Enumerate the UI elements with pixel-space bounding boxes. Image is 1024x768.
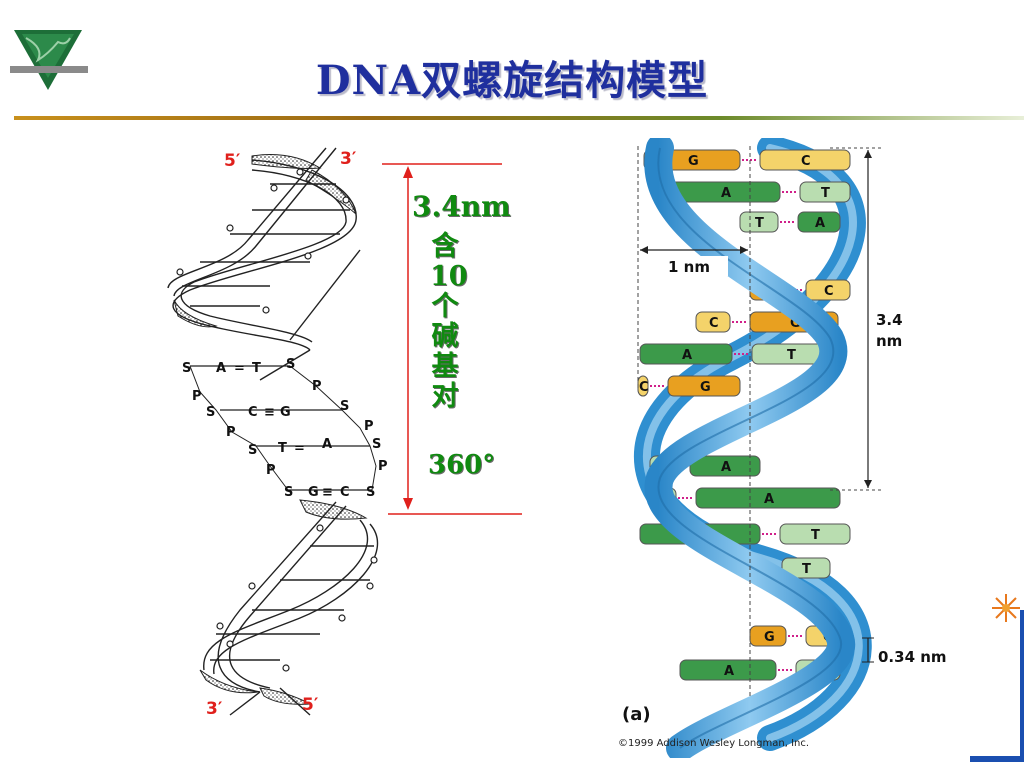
base-bar-left: [679, 659, 777, 681]
base-pair-3-right: A: [322, 437, 332, 452]
sugar-label: S: [372, 437, 381, 452]
phosphate-label: P: [192, 389, 202, 404]
sugar-label: S: [286, 357, 295, 372]
lower-helix: [203, 501, 379, 716]
logo-icon: [10, 30, 88, 90]
base-letter-right: T: [802, 562, 811, 577]
base-bar-left: [695, 311, 731, 333]
base-pairs: A = T C ≡ G T = A G ≡ C: [216, 361, 350, 500]
base-letter-left: C: [709, 316, 719, 331]
base-pair-3-bond: =: [294, 441, 305, 456]
contain-char: 基: [431, 351, 459, 382]
three-prime-bottom-label: 3′: [206, 699, 223, 719]
base-bar-right: [799, 181, 851, 203]
pitch-measurement: [382, 163, 522, 515]
base-bar-right: [781, 557, 831, 579]
pitch-dimension: 3.4 nm: [830, 147, 903, 491]
base-letter-right: C: [801, 154, 811, 169]
star-icon: [992, 594, 1020, 622]
base-letter-right: G: [700, 380, 711, 395]
pitch-value-label: 3.4: [876, 311, 903, 329]
base-pair-1-left: A: [216, 361, 226, 376]
pitch-unit-label: nm: [876, 332, 902, 350]
backbone-labels: S S P P S S P P S S P P S S: [182, 357, 388, 500]
pitch-label: 3.4nm: [412, 190, 511, 223]
base-pairs-per-turn-label: 含 10 个 碱 基 对: [430, 231, 468, 412]
base-bar-right: [797, 211, 841, 233]
base-letter-left: G: [764, 630, 775, 645]
phosphate-label: P: [378, 459, 388, 474]
base-bar-right: [695, 487, 841, 509]
sugar-label: S: [366, 485, 375, 500]
lower-backbone-nodes: [216, 524, 378, 672]
sugar-label: S: [284, 485, 293, 500]
base-bar-right: [805, 279, 851, 301]
base-letter-right: A: [764, 492, 774, 507]
base-letter-left: C: [639, 380, 649, 395]
base-pair-2-right: G: [280, 405, 291, 420]
rotation-label: 360°: [428, 450, 496, 480]
base-letter-left: A: [682, 348, 692, 363]
left-helix-diagram: S S P P S S P P S S P P S S A = T C ≡ G …: [167, 147, 522, 719]
contain-char: 10: [430, 261, 468, 292]
contain-char: 碱: [431, 321, 459, 352]
upper-backbone-nodes: [176, 168, 350, 314]
sugar-label: S: [248, 443, 257, 458]
base-bar-right: [759, 149, 851, 171]
contain-char: 含: [431, 231, 459, 262]
base-pair-4-left: G: [308, 485, 319, 500]
base-letter-right: T: [821, 186, 830, 201]
upper-helix: [167, 147, 361, 381]
base-bar-right: [689, 455, 761, 477]
sugar-label: S: [182, 361, 191, 376]
rise-label: 0.34 nm: [878, 648, 947, 666]
panel-label: (a): [622, 704, 651, 725]
corner-decoration: [970, 594, 1024, 762]
phosphate-label: P: [364, 419, 374, 434]
base-letter-left: T: [755, 216, 764, 231]
base-pair-1-right: T: [252, 361, 261, 376]
base-letter-left: A: [724, 664, 734, 679]
base-bar-left: [639, 343, 733, 365]
lower-rungs: [210, 545, 374, 661]
base-letter-right: C: [824, 284, 834, 299]
phosphate-label: P: [266, 463, 276, 478]
strand-shade-bottom-right: [259, 687, 312, 705]
sugar-label: S: [340, 399, 349, 414]
base-pair-3-left: T: [278, 441, 287, 456]
phosphate-label: P: [312, 379, 322, 394]
base-bar-right: [779, 523, 851, 545]
base-letter-left: G: [688, 154, 699, 169]
base-pair-1-bond: =: [234, 361, 245, 376]
title-divider: [14, 116, 1024, 120]
base-letter-right: A: [815, 216, 825, 231]
middle-ladder: [189, 365, 377, 491]
width-label: 1 nm: [668, 258, 710, 276]
base-letter-right: G: [790, 316, 801, 331]
base-letter-right: T: [787, 348, 796, 363]
three-prime-top-label: 3′: [340, 149, 357, 169]
contain-char: 个: [431, 291, 459, 322]
copyright-text: ©1999 Addison Wesley Longman, Inc.: [618, 738, 809, 749]
base-bar-right: [667, 375, 741, 397]
five-prime-bottom-label: 5′: [302, 695, 319, 715]
phosphate-label: P: [226, 425, 236, 440]
base-letter-left: A: [721, 186, 731, 201]
five-prime-top-label: 5′: [224, 151, 241, 171]
base-pair-2-left: C: [248, 405, 258, 420]
base-pair-2-bond: ≡: [264, 405, 275, 420]
width-measurement: 1 nm: [640, 246, 748, 276]
page-title: DNA双螺旋结构模型: [315, 57, 709, 104]
strand-shade-mid-right: [299, 499, 368, 520]
base-pair-4-bond: ≡: [322, 485, 333, 500]
base-letter-right: T: [811, 528, 820, 543]
sugar-label: S: [206, 405, 215, 420]
base-letter-right: A: [721, 460, 731, 475]
rise-dimension: 0.34 nm: [862, 637, 947, 666]
upper-rungs: [182, 183, 350, 307]
contain-char: 对: [431, 381, 459, 412]
strand-shade-mid-left: [173, 299, 218, 328]
base-pair-4-right: C: [340, 485, 350, 500]
